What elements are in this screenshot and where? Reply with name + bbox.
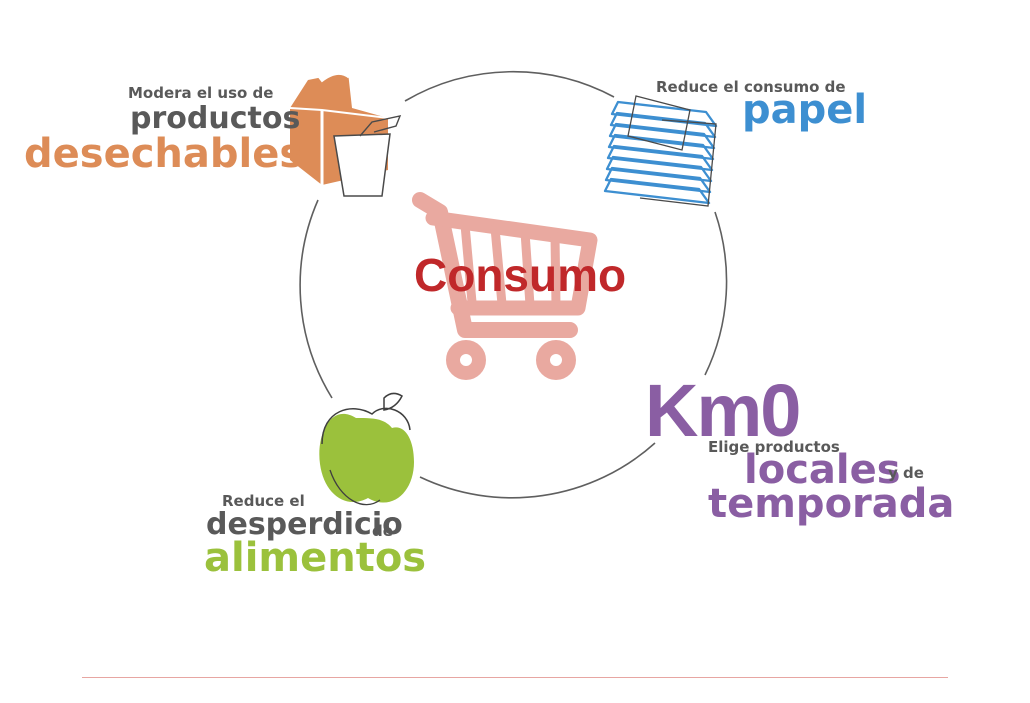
paper-stack-icon: [603, 95, 718, 207]
local-line2-suffix: y de: [888, 464, 924, 482]
cycle-ring: [299, 70, 728, 499]
disposables-line1: Modera el uso de: [128, 84, 274, 102]
cycle-arc-bottom: [419, 442, 656, 499]
km0-label: Km0: [645, 369, 801, 452]
food-line1: Reduce el: [222, 492, 305, 510]
cycle-arc-top: [404, 70, 615, 102]
paper-line2: papel: [742, 87, 868, 133]
disposables-line3: desechables: [24, 131, 304, 177]
paper-sheet: [603, 177, 711, 205]
local-line2: locales: [744, 447, 901, 493]
paper-line1: Reduce el consumo de: [656, 78, 846, 96]
disposables-line2: productos: [130, 101, 301, 136]
apple-icon: [319, 392, 414, 506]
center-label: Consumo: [414, 249, 627, 301]
food-line2-suffix: de: [372, 522, 393, 540]
food-line2: desperdicio: [206, 507, 403, 542]
footer-divider: [82, 677, 948, 678]
food-line3: alimentos: [204, 535, 427, 581]
local-line3: temporada: [708, 481, 955, 527]
shopping-cart-icon: [412, 192, 598, 380]
local-line1: Elige productos: [708, 438, 840, 456]
cycle-arc-right: [704, 211, 728, 376]
takeaway-box-icon: [289, 68, 402, 197]
cycle-arc-left: [299, 199, 333, 399]
